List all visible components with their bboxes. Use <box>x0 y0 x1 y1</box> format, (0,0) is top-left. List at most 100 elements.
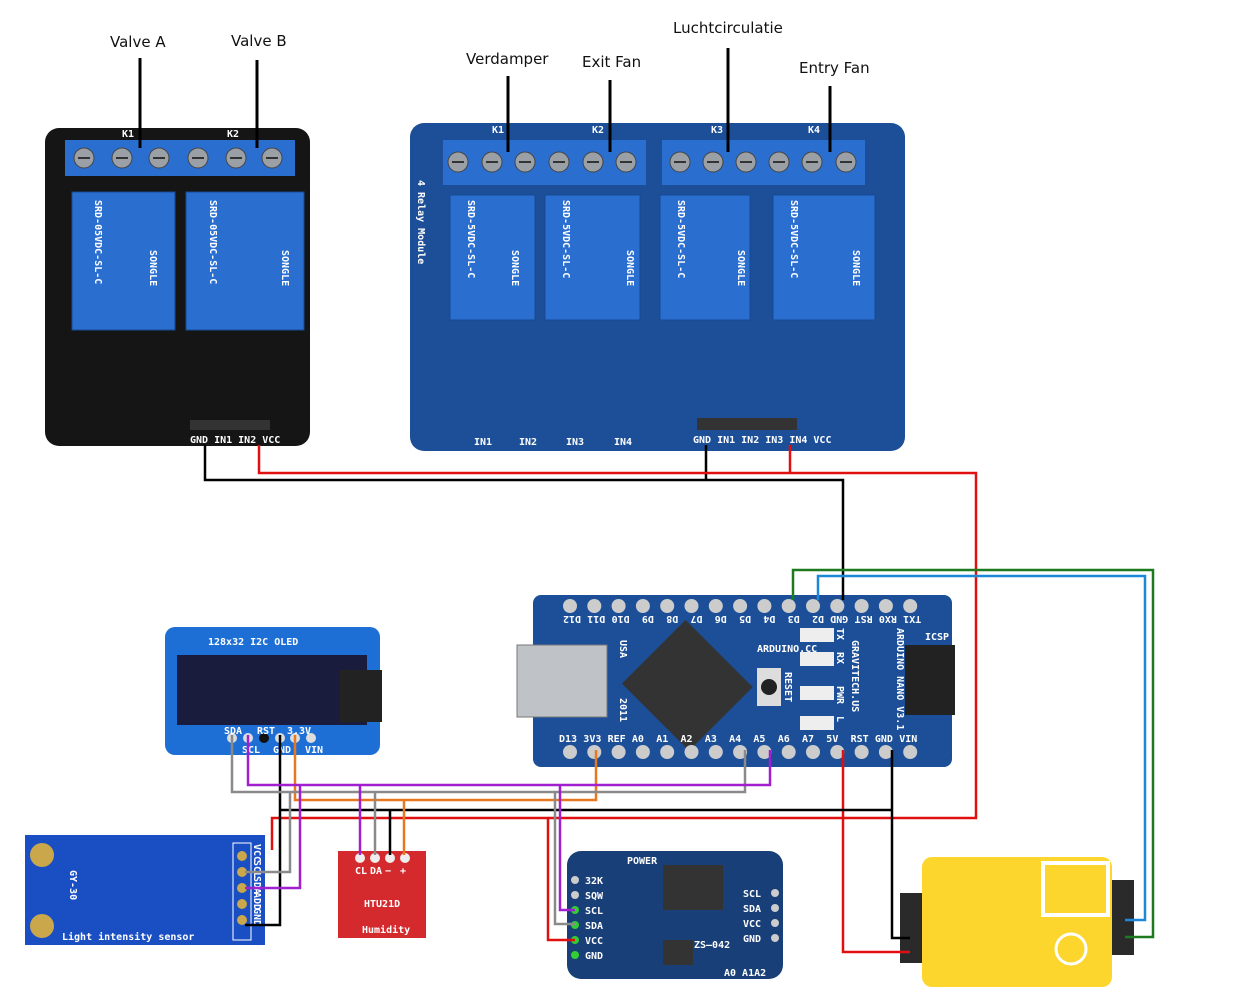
gy30-light-sensor: GY-30 Light intensity sensor VCCSCLSDAAD… <box>25 835 265 945</box>
arduino-pin-d5[interactable] <box>733 599 748 613</box>
rtc-pin-label: VCC <box>585 936 603 947</box>
arduino-pin-d2[interactable] <box>806 599 820 613</box>
gy30-pin-vcc[interactable] <box>237 851 247 861</box>
rtc-pin-right-vcc[interactable] <box>771 919 779 927</box>
arduino-name: ARDUINO NANO V3.1 <box>894 628 905 730</box>
arduino-pin-label: D6 <box>715 613 727 624</box>
htu-pin[interactable] <box>370 853 380 863</box>
relay4-pin-labels: GND IN1 IN2 IN3 IN4 VCC <box>693 435 831 446</box>
wire-a4-sda <box>230 735 747 926</box>
arduino-pin-a2[interactable] <box>684 745 699 759</box>
arduino-pin-label: 5V <box>826 734 838 745</box>
arduino-pin-label: A4 <box>729 734 741 745</box>
arduino-pin-label: A2 <box>681 734 693 745</box>
arduino-pin-d13[interactable] <box>563 745 577 759</box>
arduino-pin-d9[interactable] <box>635 599 650 613</box>
arduino-pin-rst[interactable] <box>854 745 869 759</box>
arduino-pin-rst[interactable] <box>854 599 869 613</box>
arduino-pin-d8[interactable] <box>660 599 675 613</box>
relay-brand: SONGLE <box>147 250 158 286</box>
gy30-pin-label: VCC <box>251 844 262 862</box>
rtc-pin-label: 32K <box>585 876 603 887</box>
rtc-pin-label: GND <box>743 934 761 945</box>
relay4-title: 4 Relay Module <box>415 180 426 264</box>
arduino-pin-a4[interactable] <box>733 745 748 759</box>
relay-brand: SONGLE <box>279 250 290 286</box>
oled-pin[interactable] <box>306 733 316 743</box>
led-pwr <box>800 686 834 700</box>
arduino-pin-label: D11 <box>587 613 605 624</box>
rtc-power-label: POWER <box>627 856 658 867</box>
gy30-pin-sda[interactable] <box>237 883 247 893</box>
rtc-pin-gnd[interactable] <box>571 951 579 959</box>
rtc-pin-32k[interactable] <box>571 876 579 884</box>
year-label: 2011 <box>617 698 628 722</box>
htu-pin[interactable] <box>355 853 365 863</box>
arduino-pin-a1[interactable] <box>660 745 675 759</box>
relay2-pin-labels: GND IN1 IN2 VCC <box>190 435 280 446</box>
arduino-pin-a7[interactable] <box>806 745 820 759</box>
label-valve-a: Valve A <box>110 33 166 51</box>
rtc-pin-right-sda[interactable] <box>771 904 779 912</box>
arduino-pin-5v[interactable] <box>830 745 845 759</box>
oled-pin-label: GND <box>273 745 291 756</box>
input-in3: IN3 <box>566 437 584 448</box>
rtc-pin-right-scl[interactable] <box>771 889 779 897</box>
gy30-pin-gnd[interactable] <box>237 915 247 925</box>
arduino-pin-label: D7 <box>690 613 702 624</box>
arduino-pin-label: REF <box>608 734 626 745</box>
arduino-pin-label: D13 <box>559 734 577 745</box>
wires <box>203 445 1155 954</box>
led-label: L <box>834 716 845 722</box>
channel-k4: K4 <box>808 125 820 136</box>
htu-pin[interactable] <box>400 853 410 863</box>
arduino-pin-d6[interactable] <box>708 599 723 613</box>
arduino-pin-tx1[interactable] <box>903 599 918 613</box>
gy30-pin-add[interactable] <box>237 899 247 909</box>
rtc-pin-label: SCL <box>743 889 761 900</box>
htu-pin-label: + <box>400 866 406 877</box>
arduino-pin-label: D12 <box>563 613 581 624</box>
rtc-pin-right-gnd[interactable] <box>771 934 779 942</box>
arduino-pin-label: D8 <box>666 613 678 624</box>
arduino-pin-d10[interactable] <box>611 599 626 613</box>
label-entry-fan: Entry Fan <box>799 59 870 77</box>
arduino-pin-a5[interactable] <box>757 745 772 759</box>
relay-brand: SONGLE <box>624 250 635 286</box>
arduino-pin-a6[interactable] <box>781 745 796 759</box>
oled-pin-label: RST <box>257 726 275 737</box>
wire-gnd-bus <box>245 735 910 940</box>
arduino-pin-rx0[interactable] <box>878 599 893 613</box>
rtc-pin-sqw[interactable] <box>571 891 579 899</box>
wire-gnd-relays <box>203 445 845 600</box>
relay-brand: SONGLE <box>735 250 746 286</box>
arduino-pin-d7[interactable] <box>684 599 699 613</box>
htu-pin-label: CL <box>355 866 367 877</box>
arduino-pin-3v3[interactable] <box>587 745 602 759</box>
arduino-pin-a3[interactable] <box>708 745 723 759</box>
led-label: RX <box>834 652 845 664</box>
arduino-pin-d12[interactable] <box>563 599 577 613</box>
htu-pin[interactable] <box>385 853 395 863</box>
arduino-pin-d4[interactable] <box>757 599 772 613</box>
arduino-pin-label: GND <box>875 734 893 745</box>
rtc-module: POWER ZS—042 A0 A1A2 32KSQWSCLSDAVCCGNDS… <box>567 851 783 979</box>
rtc-model: ZS—042 <box>694 940 730 951</box>
input-in1: IN1 <box>474 437 492 448</box>
relay-module-2ch: SRD-05VDC-SL-C SRD-05VDC-SL-C SONGLE SON… <box>45 128 310 446</box>
oled-pin-label: 3.3V <box>287 726 311 737</box>
wire-vcc-relays <box>257 445 978 942</box>
arduino-pin-d3[interactable] <box>781 599 796 613</box>
arduino-pin-label: TX1 <box>903 613 921 624</box>
arduino-pin-gnd[interactable] <box>878 745 893 759</box>
arduino-pin-label: A6 <box>778 734 790 745</box>
rtc-pin-label: GND <box>585 951 603 962</box>
arduino-pin-vin[interactable] <box>903 745 918 759</box>
arduino-pin-d11[interactable] <box>587 599 602 613</box>
gy30-pin-scl[interactable] <box>237 867 247 877</box>
oled-pin[interactable] <box>259 733 269 743</box>
arduino-pin-a0[interactable] <box>635 745 650 759</box>
arduino-pin-gnd[interactable] <box>830 599 845 613</box>
arduino-pin-ref[interactable] <box>611 745 626 759</box>
